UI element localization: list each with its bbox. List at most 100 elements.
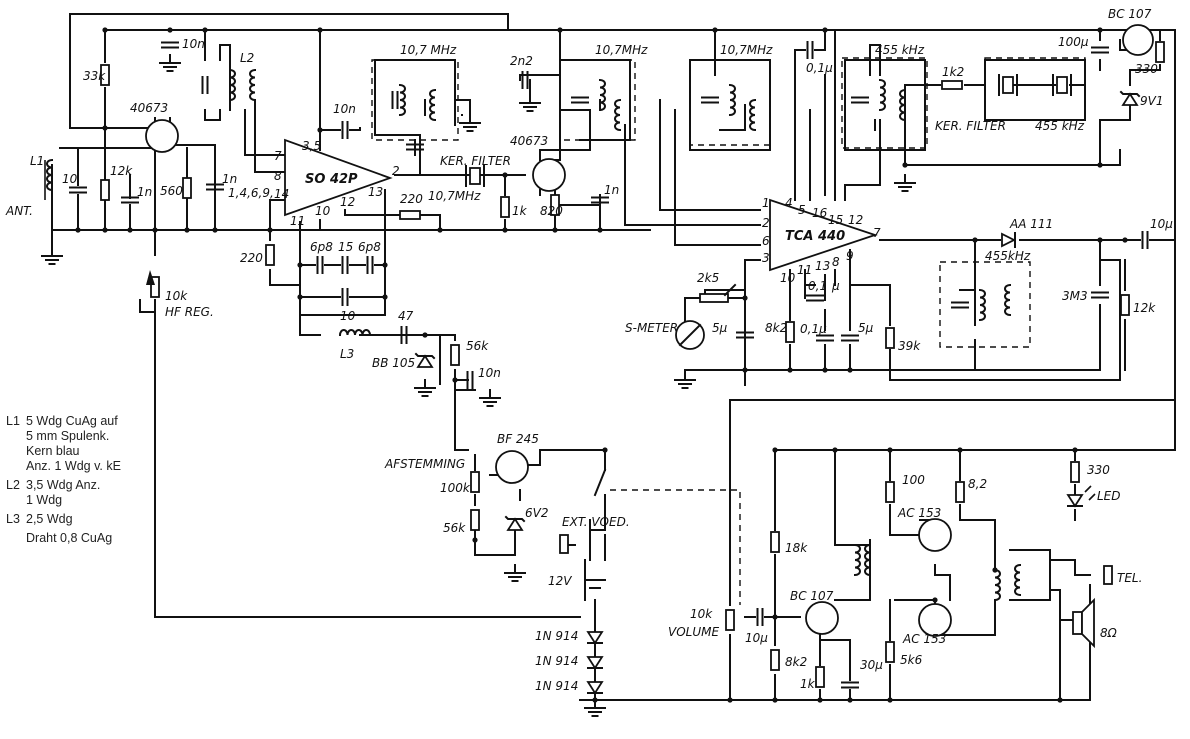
label-ic-tca440: TCA 440: [785, 229, 845, 244]
label-c5u-b: 5μ: [858, 321, 874, 335]
label-ac153-b: AC 153: [902, 632, 946, 646]
label-hf-10k: 10k: [165, 289, 188, 303]
note-wire: Draht 0,8 CuAg: [6, 531, 156, 546]
label-ker-filter-b: KER. FILTER: [935, 119, 1006, 133]
label-r100: 100: [902, 473, 925, 487]
label-c6p8-a: 6p8: [310, 240, 333, 254]
label-r330-b: 330: [1087, 463, 1110, 477]
label-r33k: 33k: [83, 69, 106, 83]
label-t10: 10: [780, 271, 796, 285]
label-t3: 3: [762, 251, 770, 265]
label-pin8: 8: [274, 169, 282, 183]
label-q40673-a: 40673: [130, 101, 168, 115]
label-pin2: 2: [392, 164, 400, 178]
label-d9v1: 9V1: [1140, 94, 1163, 108]
label-c5u-a: 5μ: [712, 321, 728, 335]
label-c1n: 1n: [137, 185, 152, 199]
label-l1: L1: [30, 154, 44, 168]
label-c6p8-b: 6p8: [358, 240, 381, 254]
label-c15: 15: [338, 240, 353, 254]
note-l2: L2 3,5 Wdg Anz. 1 Wdg: [6, 478, 156, 508]
label-pin7: 7: [274, 149, 282, 163]
label-t8: 8: [832, 255, 840, 269]
coil-notes: L1 5 Wdg CuAg auf 5 mm Spulenk. Kern bla…: [6, 414, 156, 550]
label-c10-b: 10: [340, 309, 356, 323]
label-t11: 11: [797, 263, 812, 277]
label-r820: 820: [540, 204, 563, 218]
label-t2: 2: [762, 216, 770, 230]
label-bb105: BB 105: [372, 356, 415, 370]
label-bf245: BF 245: [497, 432, 539, 446]
label-r12k-b: 12k: [1133, 301, 1156, 315]
label-c10n-b: 10n: [333, 102, 356, 116]
label-t13: 13: [815, 259, 830, 273]
label-r5k6: 5k6: [900, 653, 923, 667]
label-t16: 16: [812, 206, 828, 220]
note-l3: L3 2,5 Wdg: [6, 512, 156, 527]
label-r1k2: 1k2: [942, 65, 964, 79]
label-afstemming: AFSTEMMING: [384, 457, 465, 471]
label-c2n2: 2n2: [510, 54, 533, 68]
component-labels: L1 ANT. 10 12k 1n 560 1n 1,4,6,9, 33k 40…: [5, 7, 1173, 693]
label-r220-b: 220: [240, 251, 263, 265]
label-c10u-b: 10μ: [745, 631, 768, 645]
label-c10: 10: [62, 172, 78, 186]
label-l3: L3: [340, 347, 354, 361]
label-c1n-b: 1n: [222, 172, 237, 186]
label-c01u-a: 0,1μ: [806, 61, 833, 75]
label-c47: 47: [398, 309, 414, 323]
label-d1n914-c: 1N 914: [535, 679, 578, 693]
label-pin11: 11: [290, 214, 305, 228]
component-symbols: [41, 24, 1165, 717]
label-c01u-b: 0,1: [808, 279, 827, 293]
label-t15: 15: [828, 213, 843, 227]
label-khz-b: 455 kHz: [1035, 119, 1085, 133]
note-text: 3,5 Wdg Anz. 1 Wdg: [26, 478, 101, 507]
note-text: Draht 0,8 CuAg: [26, 531, 113, 545]
label-aa111: AA 111: [1009, 217, 1053, 231]
label-c01u-c: 0,1μ: [800, 322, 827, 336]
label-c01u-b-mu: μ: [831, 279, 840, 293]
label-r12k: 12k: [110, 164, 133, 178]
label-r1k-b: 1k: [800, 677, 816, 691]
label-bc107-b: BC 107: [790, 589, 834, 603]
label-c30u: 30μ: [860, 658, 883, 672]
label-d1n914-b: 1N 914: [535, 654, 578, 668]
label-c10n-c: 10n: [478, 366, 501, 380]
label-pins-1469: 1,4,6,9,: [228, 186, 274, 200]
note-l1: L1 5 Wdg CuAg auf 5 mm Spulenk. Kern bla…: [6, 414, 156, 474]
label-pin10: 10: [315, 204, 331, 218]
label-pin35: 3,5: [302, 139, 321, 153]
note-text: 5 Wdg CuAg auf 5 mm Spulenk. Kern blau A…: [26, 414, 121, 473]
label-c10u-a: 10μ: [1150, 217, 1173, 231]
label-r220-a: 220: [400, 192, 423, 206]
label-mhz-b: 10,7MHz: [428, 189, 481, 203]
label-ac153-a: AC 153: [897, 506, 941, 520]
label-khz-c: 455kHz: [985, 249, 1031, 263]
label-l2: L2: [240, 51, 254, 65]
label-r56k-a: 56k: [466, 339, 489, 353]
label-t7: 7: [873, 226, 881, 240]
label-c10n-a: 10n: [182, 37, 205, 51]
label-t9: 9: [846, 249, 854, 263]
label-r82: 8,2: [968, 477, 987, 491]
label-d6v2: 6V2: [525, 506, 548, 520]
label-t6: 6: [762, 234, 770, 248]
label-ic-so42p: SO 42P: [305, 172, 358, 187]
label-tel: TEL.: [1117, 571, 1142, 585]
label-d1n914-a: 1N 914: [535, 629, 578, 643]
note-key: L2: [6, 478, 20, 492]
label-mhz-c: 10,7MHz: [595, 43, 648, 57]
label-q40673-b: 40673: [510, 134, 548, 148]
label-led: LED: [1097, 489, 1121, 503]
label-t5: 5: [798, 203, 806, 217]
screen-cans: [371, 57, 1086, 605]
label-r560: 560: [160, 184, 183, 198]
label-khz-a: 455 kHz: [875, 43, 925, 57]
label-r2k5: 2k5: [697, 271, 719, 285]
label-t1: 1: [762, 196, 770, 210]
label-r56k-b: 56k: [443, 521, 466, 535]
label-v12: 12V: [548, 574, 572, 588]
main-wiring: [51, 13, 1176, 701]
